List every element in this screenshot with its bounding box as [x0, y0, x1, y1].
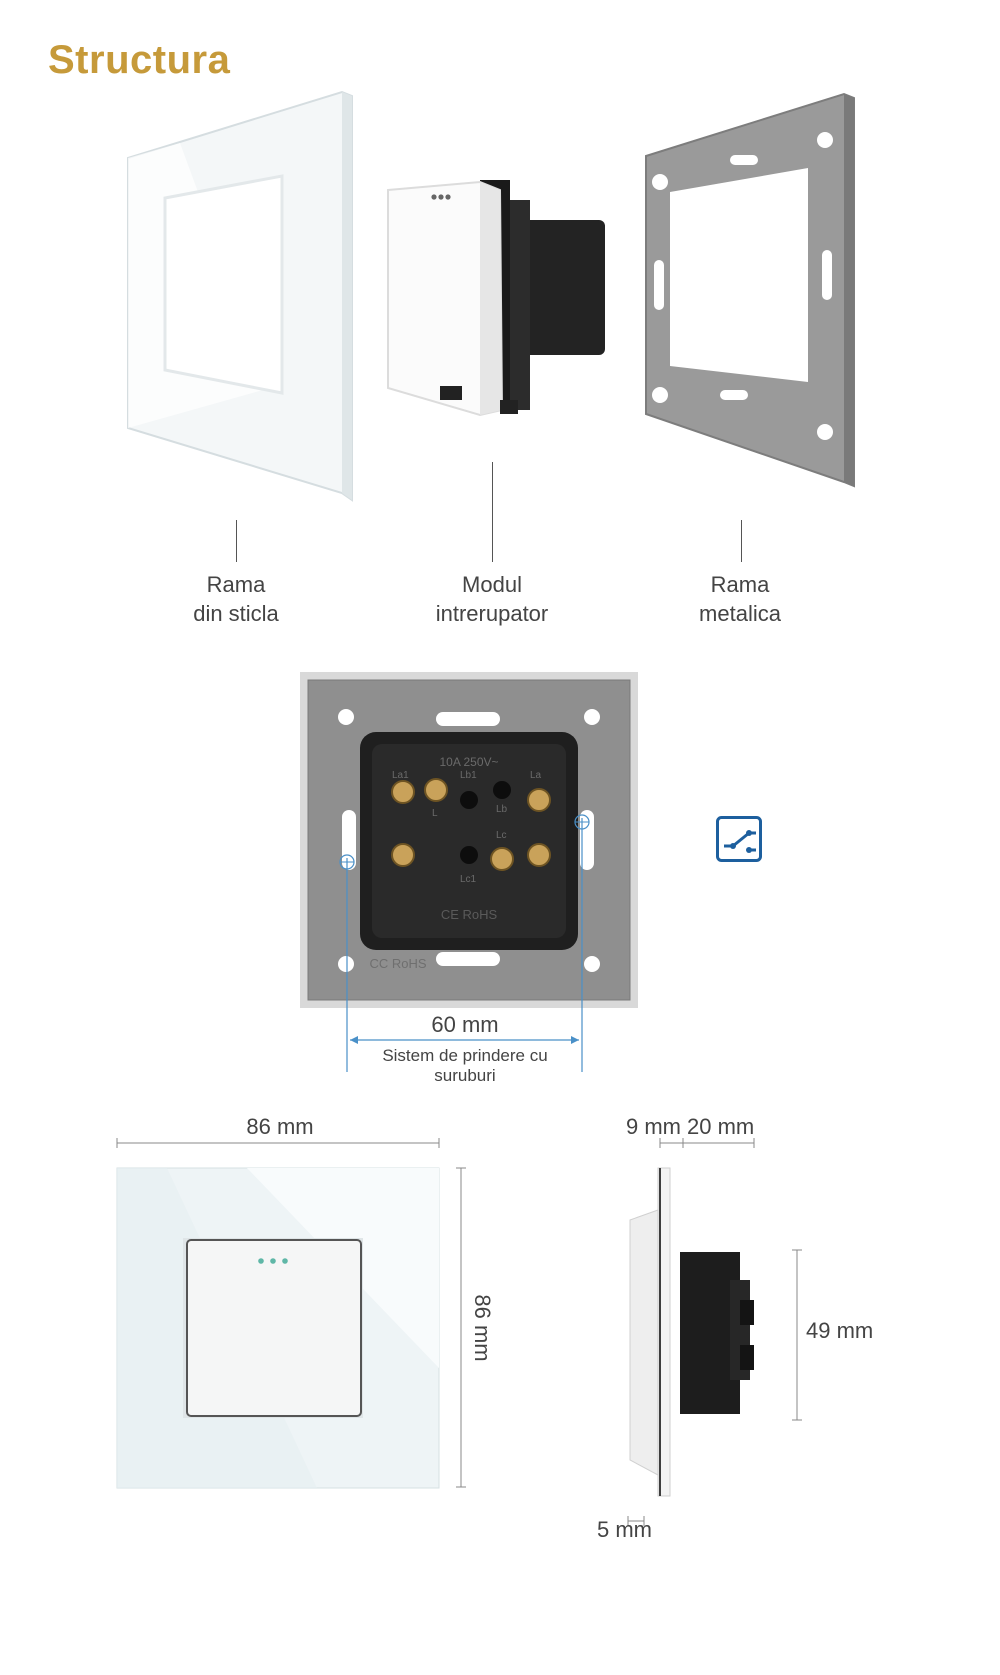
- caption-line: metalica: [699, 601, 781, 626]
- terminal-label: L: [432, 808, 438, 819]
- caption-switch-module: Modul intrerupator: [382, 570, 602, 628]
- two-way-switch-icon: [716, 816, 762, 862]
- caption-line: Rama: [206, 572, 266, 597]
- glass-frame-image: [127, 90, 353, 502]
- terminal-label: Lc: [496, 830, 507, 841]
- module-height-label: 49 mm: [806, 1318, 874, 1343]
- metal-frame-pointer: [741, 520, 742, 562]
- module-depth-label: 20 mm: [687, 1114, 755, 1139]
- terminal-label: Lc1: [460, 874, 477, 885]
- side-view-image: [629, 1167, 754, 1497]
- mounting-distance-label: 60 mm: [431, 1012, 499, 1037]
- front-view-image: [116, 1167, 440, 1489]
- section-title: Structura: [48, 38, 231, 82]
- width-label: 86 mm: [246, 1114, 314, 1139]
- frame-marks-text: CC RoHS: [369, 956, 426, 971]
- terminal-label: La1: [392, 770, 409, 781]
- glass-frame-pointer: [236, 520, 237, 562]
- caption-line: din sticla: [193, 601, 279, 626]
- caption-line: Modul: [462, 572, 522, 597]
- terminal-label: Lb1: [460, 770, 477, 781]
- module-pointer: [492, 462, 493, 562]
- terminal-label: Lb: [496, 804, 508, 815]
- bottom-depth-label: 5 mm: [597, 1517, 652, 1542]
- caption-metal-frame: Rama metalica: [630, 570, 850, 628]
- metal-frame-image: [645, 92, 855, 488]
- mounting-note: Sistem de prindere cu suruburi: [382, 1046, 548, 1085]
- terminal-label: La: [530, 770, 542, 781]
- switch-module-image: [387, 180, 605, 417]
- caption-line: Rama: [710, 572, 770, 597]
- caption-glass-frame: Rama din sticla: [126, 570, 346, 628]
- cert-marks-text: CE RoHS: [441, 907, 498, 922]
- glass-depth-label: 9 mm: [626, 1114, 681, 1139]
- module-rating-text: 10A 250V~: [439, 755, 498, 769]
- caption-line: intrerupator: [435, 601, 549, 626]
